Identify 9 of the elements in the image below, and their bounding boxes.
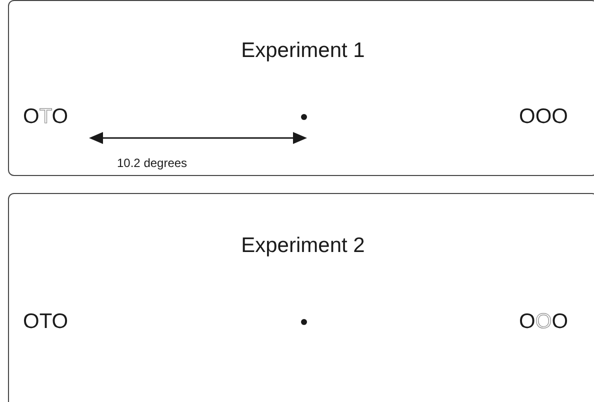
letter-string: OTO	[23, 311, 68, 332]
letter-string: OTO	[23, 106, 68, 127]
letter-string: OOO	[519, 311, 568, 332]
experiment-panel	[8, 193, 594, 402]
panel-title: Experiment 1	[240, 39, 366, 63]
experiment-panel	[8, 0, 594, 176]
dimension-label: 10.2 degrees	[117, 157, 188, 169]
panel-title: Experiment 2	[240, 234, 366, 258]
letter-string: OOO	[519, 106, 568, 127]
